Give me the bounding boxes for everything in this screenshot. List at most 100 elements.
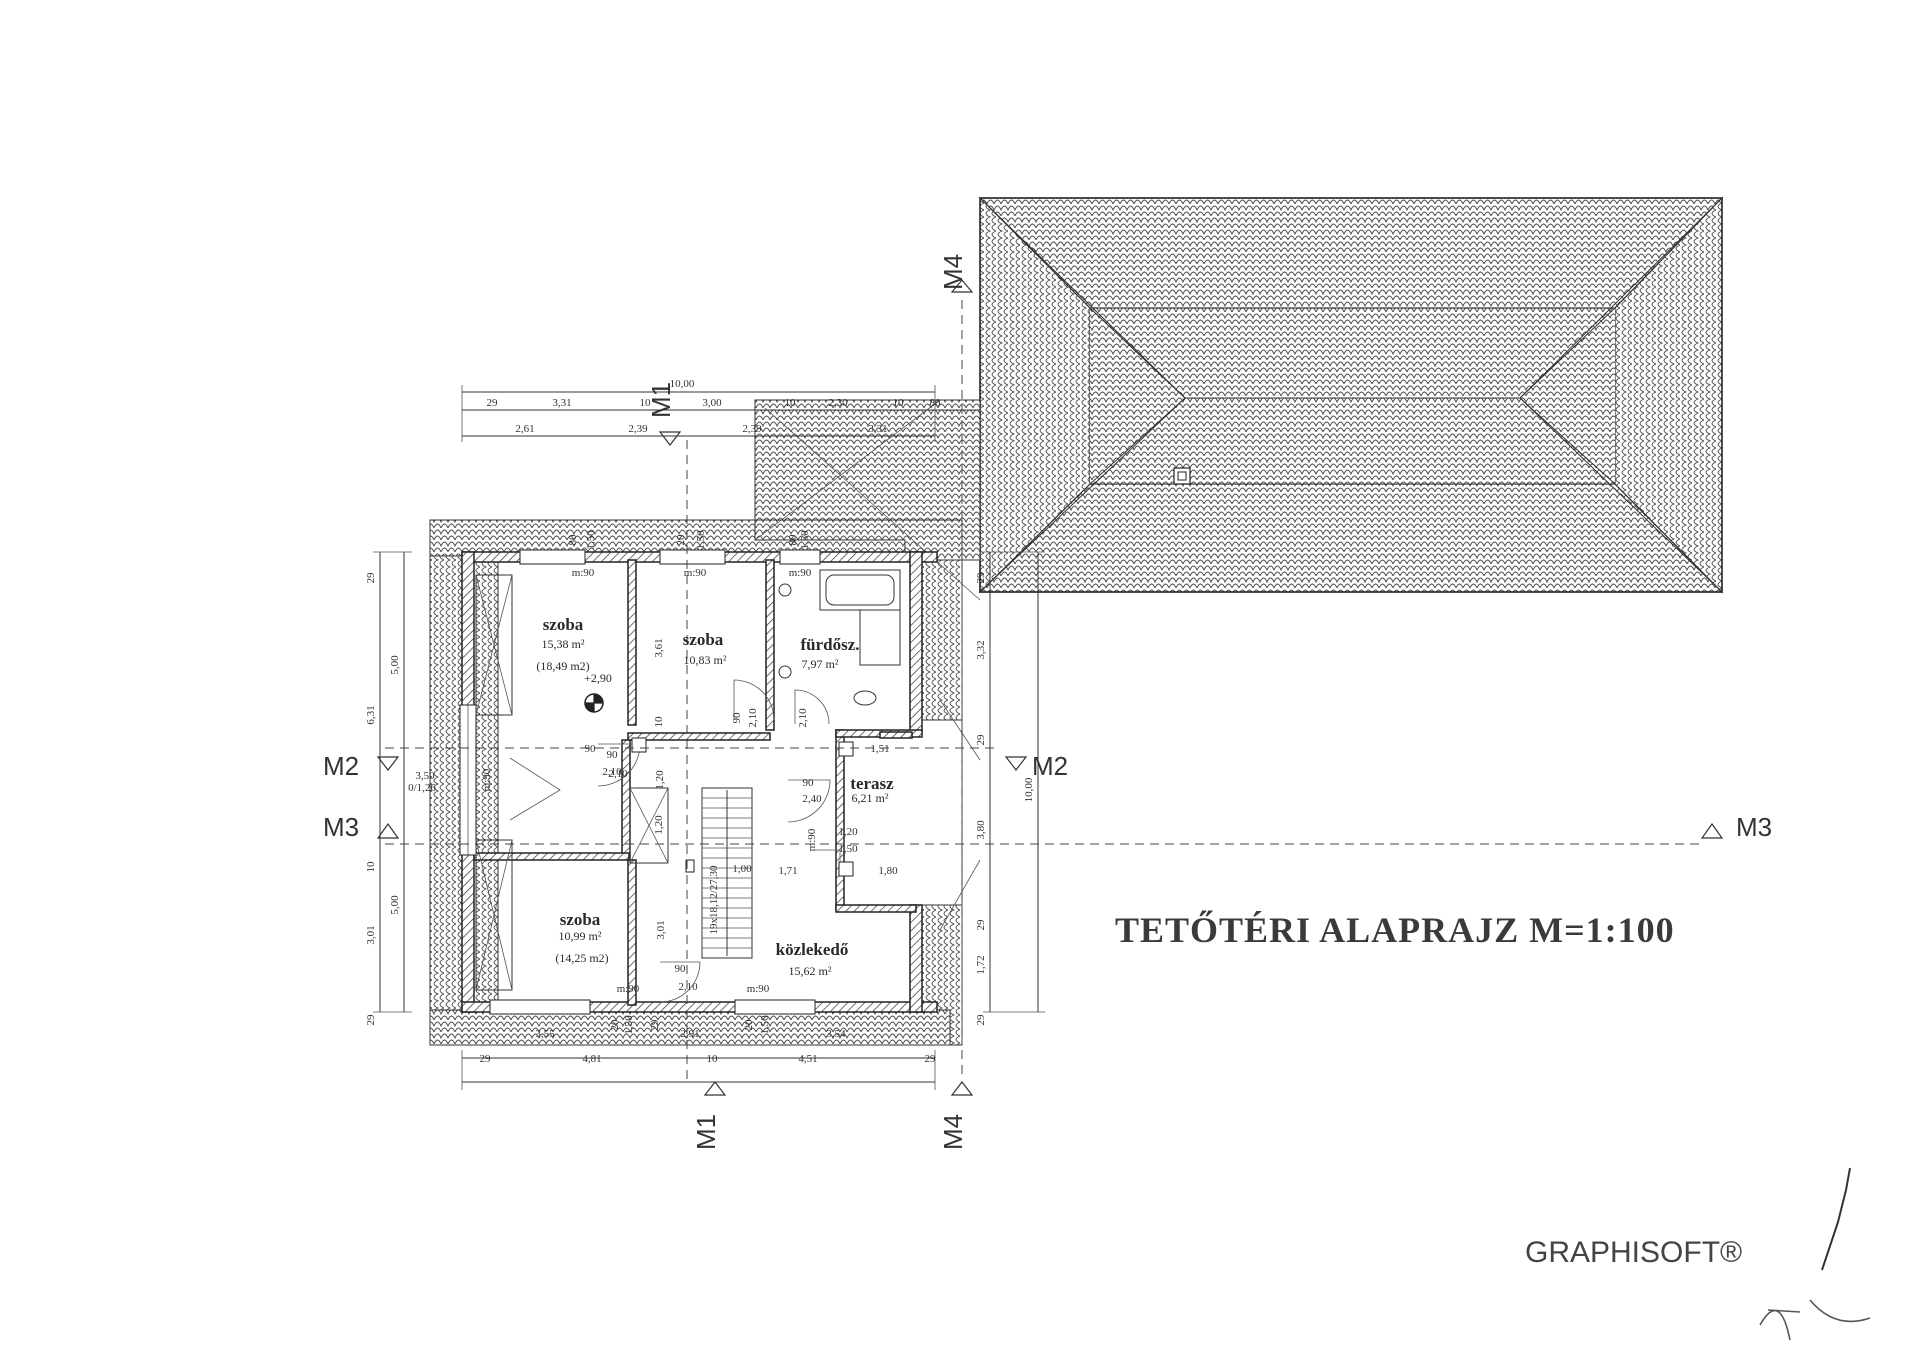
dimension-texts: 10,00 29 3,31 10 3,00 10 2,30 10 80 2,61…	[365, 378, 1035, 1065]
dim-label: 1,00	[732, 863, 752, 875]
dim-label: 10	[707, 1053, 719, 1065]
door-label: m:90	[617, 983, 640, 995]
door-label: m:90	[481, 768, 493, 791]
dim-label: 10	[640, 397, 652, 409]
section-label-m1-top: M1	[646, 382, 676, 418]
dim-label: 80	[787, 534, 799, 546]
level-label: +2,90	[584, 671, 612, 685]
dim-label: 29	[649, 1019, 661, 1031]
section-label-m4-bottom: M4	[938, 1114, 968, 1150]
drawing-title: TETŐTÉRI ALAPRAJZ M=1:100	[1115, 910, 1675, 950]
door-label: m:90	[789, 567, 812, 579]
dim-label: 0/1,26	[408, 782, 436, 794]
dim-label: 1,50	[585, 530, 597, 550]
dim-label: 2,10	[602, 766, 622, 778]
dimension-lines	[373, 385, 1045, 1090]
toilet-icon	[853, 690, 877, 706]
dim-label: 1,72	[975, 955, 987, 974]
dim-label: 10	[893, 397, 905, 409]
room-name: fürdősz.	[800, 635, 859, 654]
dim-label: 2,39	[628, 423, 648, 435]
bathtub-icon	[819, 569, 901, 611]
dim-label: 1,50	[759, 1015, 771, 1035]
section-label-m1-bottom: M1	[691, 1114, 721, 1150]
dim-label: 29	[925, 1053, 937, 1065]
section-arrow-icon	[1004, 756, 1028, 771]
dim-label: 1,50	[799, 530, 811, 550]
dim-label: 29	[975, 572, 987, 584]
dim-label: 80	[567, 534, 579, 546]
dim-label: 10	[653, 716, 665, 728]
room-area-gross: (14,25 m2)	[555, 951, 608, 965]
room-name: közlekedő	[776, 940, 849, 959]
section-arrow-icon	[1700, 822, 1724, 839]
dim-label: 2,39	[742, 423, 762, 435]
dim-label: 10,00	[670, 378, 695, 390]
dim-label: 29	[975, 1014, 987, 1026]
dim-label: 1,20	[654, 770, 666, 790]
main-roof	[978, 196, 1724, 594]
dim-label: 3,50	[415, 770, 435, 782]
dim-label: 4,51	[798, 1053, 817, 1065]
dim-label: 3,01	[655, 920, 667, 939]
dim-label: 2,10	[678, 981, 698, 993]
dim-label: 1,20	[838, 826, 858, 838]
dim-label: 1,20	[653, 815, 665, 835]
section-arrow-icon	[950, 279, 974, 293]
dim-label: 1,50	[695, 530, 707, 550]
dim-label: 29	[480, 1053, 492, 1065]
room-area: 15,38 m²	[542, 637, 585, 651]
door-label: m:90	[806, 828, 818, 851]
section-arrow-icon	[376, 822, 400, 839]
dim-label: 90	[731, 712, 743, 724]
dim-label: 3,31	[552, 397, 571, 409]
room-area: 15,62 m²	[789, 964, 832, 978]
dim-label: 2,40	[802, 793, 822, 805]
room-area: 6,21 m²	[852, 791, 889, 805]
dim-label: 90	[675, 963, 687, 975]
dim-label: 29	[365, 1014, 377, 1026]
dim-label: 3,32	[975, 640, 987, 659]
dim-label: 1,80	[878, 865, 898, 877]
section-arrow-icon	[950, 1081, 974, 1096]
dim-label: 80	[930, 397, 942, 409]
dim-label: 4,81	[582, 1053, 601, 1065]
dim-label: 29	[365, 572, 377, 584]
dim-label: 90	[607, 749, 619, 761]
dim-label: 2,91	[680, 1028, 699, 1040]
section-label-m2-left: M2	[323, 751, 359, 781]
dim-label: 29	[975, 919, 987, 931]
stair-label: 19x18,12/27,30	[708, 865, 720, 935]
dim-label: 5,00	[389, 655, 401, 675]
dim-label: 29	[975, 734, 987, 746]
section-label-m2-right: M2	[1032, 751, 1068, 781]
room-labels: szoba 15,38 m² (18,49 m2) +2,90 szoba 10…	[536, 615, 894, 978]
dim-label: 3,01	[365, 925, 377, 944]
dim-label: 90	[803, 777, 815, 789]
room-name: szoba	[560, 910, 601, 929]
dim-label: 29	[487, 397, 499, 409]
dim-label: 3,00	[702, 397, 722, 409]
dim-label: 6,31	[365, 705, 377, 724]
dim-label: 20	[743, 1019, 755, 1031]
stair	[629, 787, 753, 959]
graphisoft-logo: GRAPHISOFT®	[1525, 1236, 1742, 1269]
dim-label: 3,31	[868, 423, 887, 435]
door-label: m:90	[572, 567, 595, 579]
dim-label: 1,50	[623, 1015, 635, 1035]
section-markers: M1 M1 M4 M4 M2 M2 M3 M3	[323, 254, 1772, 1150]
shower-icon	[859, 609, 901, 666]
dim-label: 10	[785, 397, 797, 409]
dim-label: 10,00	[1023, 777, 1035, 802]
dim-label: 1,51	[870, 743, 889, 755]
room-area: 10,99 m²	[559, 929, 602, 943]
dim-label: 2,10	[797, 708, 809, 728]
dim-label: 3,54	[826, 1028, 846, 1040]
section-label-m3-left: M3	[323, 812, 359, 842]
section-label-m4-top: M4	[938, 254, 968, 290]
dim-label: 10	[365, 861, 377, 873]
section-arrow-icon	[703, 1081, 727, 1096]
dim-label: 1,50	[838, 843, 858, 855]
dim-label: 3,55	[535, 1028, 555, 1040]
